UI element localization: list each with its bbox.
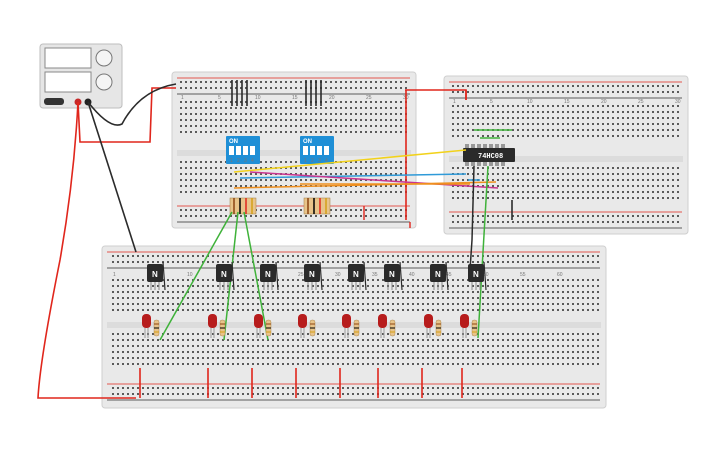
- transistor-6[interactable]: N: [384, 264, 400, 290]
- led-6[interactable]: [378, 314, 387, 338]
- chip-label: 74HC08: [478, 153, 503, 161]
- psu-on-label: on: [56, 99, 60, 104]
- transistor-label: N: [265, 270, 271, 279]
- dip-switch-2-num-4: 4: [325, 158, 328, 164]
- led-4[interactable]: [298, 314, 307, 338]
- transistor-label: N: [353, 270, 359, 279]
- transistor-3[interactable]: N: [260, 264, 276, 290]
- column-number: 60: [557, 272, 563, 278]
- column-number: 10: [527, 99, 533, 105]
- transistor-label: N: [389, 270, 395, 279]
- resistor-6[interactable]: [389, 319, 396, 337]
- dip-switch-2-on-label: ON: [303, 139, 312, 145]
- column-number: 35: [372, 272, 378, 278]
- dip-switch-1-on-label: ON: [229, 139, 238, 145]
- transistor-1[interactable]: N: [147, 264, 163, 290]
- resistor-bank-1[interactable]: [229, 197, 257, 215]
- resistor-7[interactable]: [435, 319, 442, 337]
- column-number: 40: [409, 272, 415, 278]
- column-number: 15: [292, 95, 298, 101]
- led-7[interactable]: [424, 314, 433, 338]
- transistor-label: N: [309, 270, 315, 279]
- chip-74hc08[interactable]: 74HC08: [463, 144, 515, 166]
- dip-switch-2-num-3: 3: [318, 158, 321, 164]
- led-3[interactable]: [254, 314, 263, 338]
- bottom-jumpers: [139, 368, 463, 398]
- resistor-4[interactable]: [309, 319, 316, 337]
- resistor-2[interactable]: [219, 319, 226, 337]
- dip-switch-1-num-1: 1: [230, 158, 233, 164]
- column-number: 15: [564, 99, 570, 105]
- dip-switch-1-num-3: 3: [244, 158, 247, 164]
- dip-switch-1-num-2: 2: [237, 158, 240, 164]
- column-number: 10: [187, 272, 193, 278]
- column-number: 5: [218, 95, 221, 101]
- dip-switch-1-num-4: 4: [251, 158, 254, 164]
- dip-switch-2-num-1: 1: [304, 158, 307, 164]
- column-number: 20: [329, 95, 335, 101]
- signal-wires: [233, 149, 499, 189]
- resistor-1[interactable]: [153, 319, 160, 337]
- led-5[interactable]: [342, 314, 351, 338]
- dip-switch-2[interactable]: ON 1 2 3 4: [300, 136, 334, 164]
- transistor-8[interactable]: N: [468, 264, 484, 290]
- dip-switch-1[interactable]: ON 1 2 3 4: [226, 136, 260, 164]
- column-number: 55: [520, 272, 526, 278]
- power-wires: [37, 83, 467, 399]
- column-number: 1: [181, 95, 184, 101]
- wire-black-psu-bottom[interactable]: [87, 101, 137, 253]
- column-number: 25: [298, 272, 304, 278]
- column-number: 25: [638, 99, 644, 105]
- transistor-label: N: [221, 270, 227, 279]
- transistor-2[interactable]: N: [216, 264, 232, 290]
- resistor-bank-2[interactable]: [303, 197, 331, 215]
- dip-switch-2-num-2: 2: [311, 158, 314, 164]
- column-number: 1: [453, 99, 456, 105]
- column-number: 20: [601, 99, 607, 105]
- wire-orange[interactable]: [233, 181, 497, 189]
- column-number: 10: [255, 95, 261, 101]
- wire-blue[interactable]: [239, 173, 467, 179]
- led-1[interactable]: [142, 314, 151, 338]
- resistor-8[interactable]: [471, 319, 478, 337]
- resistor-5[interactable]: [353, 319, 360, 337]
- transistor-7[interactable]: N: [430, 264, 446, 290]
- transistor-4[interactable]: N: [304, 264, 320, 290]
- transistor-label: N: [152, 270, 158, 279]
- power-supply[interactable]: on: [39, 43, 123, 109]
- wire-magenta[interactable]: [249, 171, 499, 189]
- wire-yellow[interactable]: [233, 149, 467, 173]
- column-number: 1: [113, 272, 116, 278]
- transistor-label: N: [473, 270, 479, 279]
- resistor-3[interactable]: [265, 319, 272, 337]
- wire-red-psu-bottom[interactable]: [37, 101, 136, 399]
- column-number: 25: [366, 95, 372, 101]
- column-number: 30: [675, 99, 681, 105]
- led-2[interactable]: [208, 314, 217, 338]
- column-number: 50: [483, 272, 489, 278]
- column-number: 5: [490, 99, 493, 105]
- led-8[interactable]: [460, 314, 469, 338]
- column-number: 45: [446, 272, 452, 278]
- transistor-label: N: [435, 270, 441, 279]
- wire-black-psu-top[interactable]: [87, 83, 177, 126]
- column-number: 30: [335, 272, 341, 278]
- transistor-5[interactable]: N: [348, 264, 364, 290]
